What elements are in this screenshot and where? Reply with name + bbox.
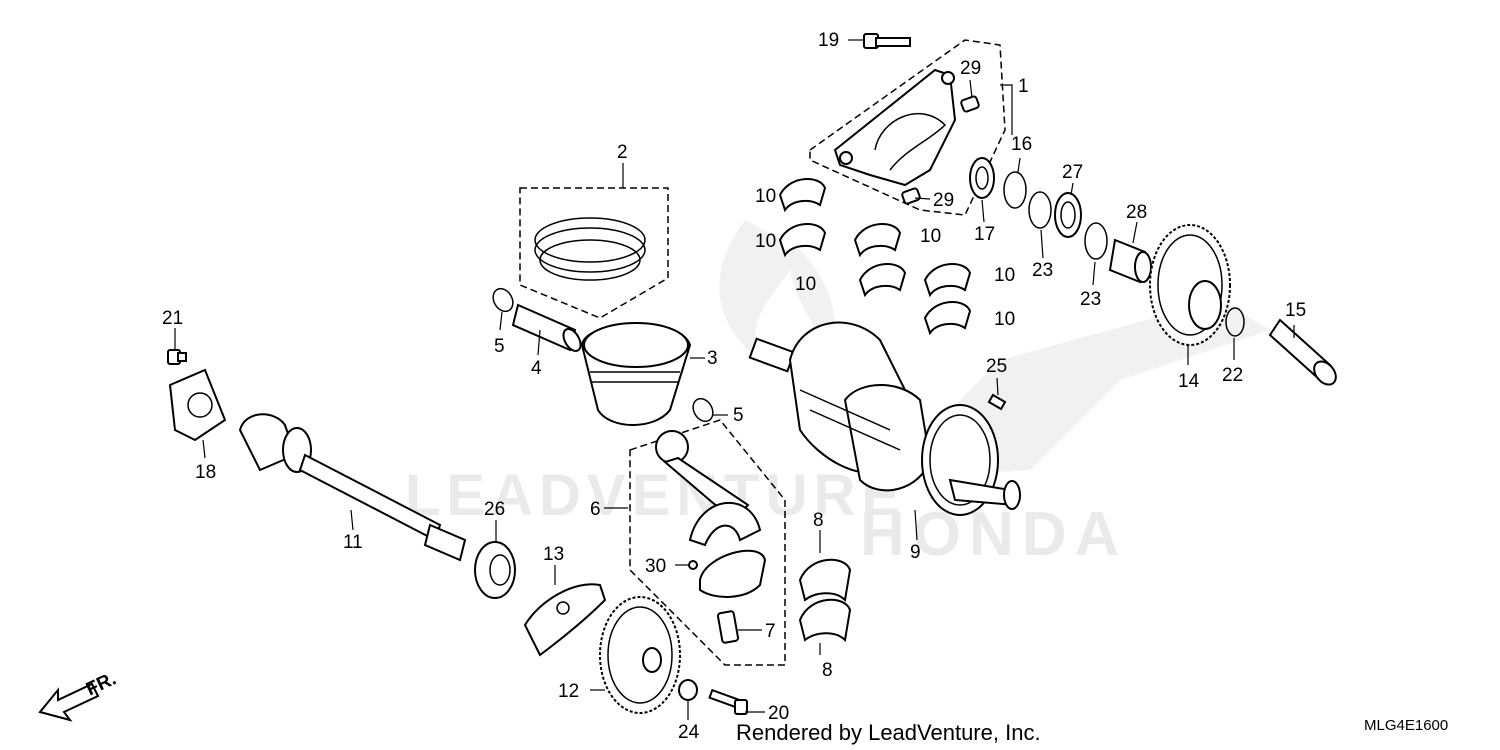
callout-10-b: 10 — [755, 231, 776, 252]
front-arrow: FR. — [38, 668, 120, 722]
callout-22: 22 — [1222, 365, 1243, 386]
part-18-cover-plate — [168, 368, 227, 442]
part-16-washer — [1003, 171, 1027, 209]
part-11-shaft — [238, 413, 467, 562]
part-13-plate — [523, 583, 607, 657]
callout-9: 9 — [910, 542, 921, 563]
callout-5-lower: 5 — [733, 405, 744, 426]
callout-15: 15 — [1285, 300, 1306, 321]
callout-7: 7 — [765, 621, 776, 642]
part-28-needle-bearing — [1108, 238, 1152, 284]
part-12-gear — [599, 596, 681, 714]
watermark-right: HONDA — [860, 500, 1127, 569]
part-9-crankshaft — [748, 321, 1021, 516]
front-arrow-icon — [38, 682, 100, 722]
callout-23-a: 23 — [1032, 260, 1053, 281]
part-10-main-bearings — [778, 177, 972, 336]
callouts: 1 2 3 4 5 5 6 7 8 8 9 10 10 10 10 10 10 … — [162, 30, 1306, 743]
part-19-bolt — [863, 33, 911, 49]
part-21-bolt — [167, 349, 187, 365]
part-17-bearing — [969, 157, 995, 199]
callout-29-upper: 29 — [960, 58, 981, 79]
flame-watermark — [719, 220, 835, 370]
callout-11: 11 — [343, 532, 363, 553]
credit-text: Rendered by LeadVenture, Inc. — [736, 720, 1041, 745]
part-22-washer — [1225, 307, 1245, 337]
part-24-washer — [678, 679, 698, 701]
callout-3: 3 — [707, 348, 718, 369]
part-25-key — [987, 393, 1007, 411]
callout-2: 2 — [617, 142, 628, 163]
part-20-bolt — [708, 688, 748, 715]
part-4-piston-pin — [511, 303, 582, 352]
part-5-clip-upper — [492, 287, 514, 313]
part-6-connecting-rod — [629, 419, 786, 666]
watermark-left: LEADVENTURE — [405, 463, 906, 528]
callout-28: 28 — [1126, 202, 1147, 223]
callout-12: 12 — [558, 681, 579, 702]
part-23-washer-a — [1028, 191, 1052, 229]
part-26-bearing — [474, 541, 516, 599]
leader-lines — [174, 39, 1295, 720]
callout-18: 18 — [195, 462, 216, 483]
callout-10-d: 10 — [795, 274, 816, 295]
callout-16: 16 — [1011, 134, 1032, 155]
part-14-balancer-gear — [1149, 224, 1231, 346]
part-7-rod-bolt — [716, 610, 740, 644]
callout-27: 27 — [1062, 162, 1083, 183]
callout-6: 6 — [590, 499, 601, 520]
callout-26: 26 — [484, 499, 505, 520]
callout-10-e: 10 — [994, 265, 1015, 286]
part-2-piston-rings — [519, 187, 669, 319]
callout-10-c: 10 — [920, 226, 941, 247]
callout-19: 19 — [818, 30, 839, 51]
callout-5-upper: 5 — [494, 336, 505, 357]
callout-24: 24 — [678, 722, 700, 743]
callout-25: 25 — [986, 356, 1007, 377]
callout-1: 1 — [1018, 76, 1029, 97]
callout-13: 13 — [543, 544, 564, 565]
callout-17: 17 — [974, 224, 995, 245]
part-15-balancer-shaft — [1268, 318, 1337, 386]
part-23-washer-b — [1084, 222, 1108, 260]
callout-10-f: 10 — [994, 309, 1015, 330]
callout-30: 30 — [645, 556, 666, 577]
callout-20: 20 — [768, 703, 789, 724]
part-8-bearings — [798, 558, 852, 643]
callout-10-a: 10 — [755, 186, 776, 207]
part-3-piston — [580, 322, 692, 426]
callout-8-lower: 8 — [822, 660, 833, 681]
callout-8-upper: 8 — [813, 510, 824, 531]
diagram-code: MLG4E1600 — [1364, 717, 1448, 734]
callout-23-b: 23 — [1080, 289, 1101, 310]
callout-21: 21 — [162, 308, 183, 329]
callout-4: 4 — [531, 358, 542, 379]
part-1-cover-group — [809, 39, 1006, 216]
part-27-needle-bearing — [1054, 192, 1082, 238]
callout-14: 14 — [1178, 371, 1200, 392]
callout-29-lower: 29 — [933, 190, 954, 211]
part-5-clip-lower — [692, 397, 714, 423]
